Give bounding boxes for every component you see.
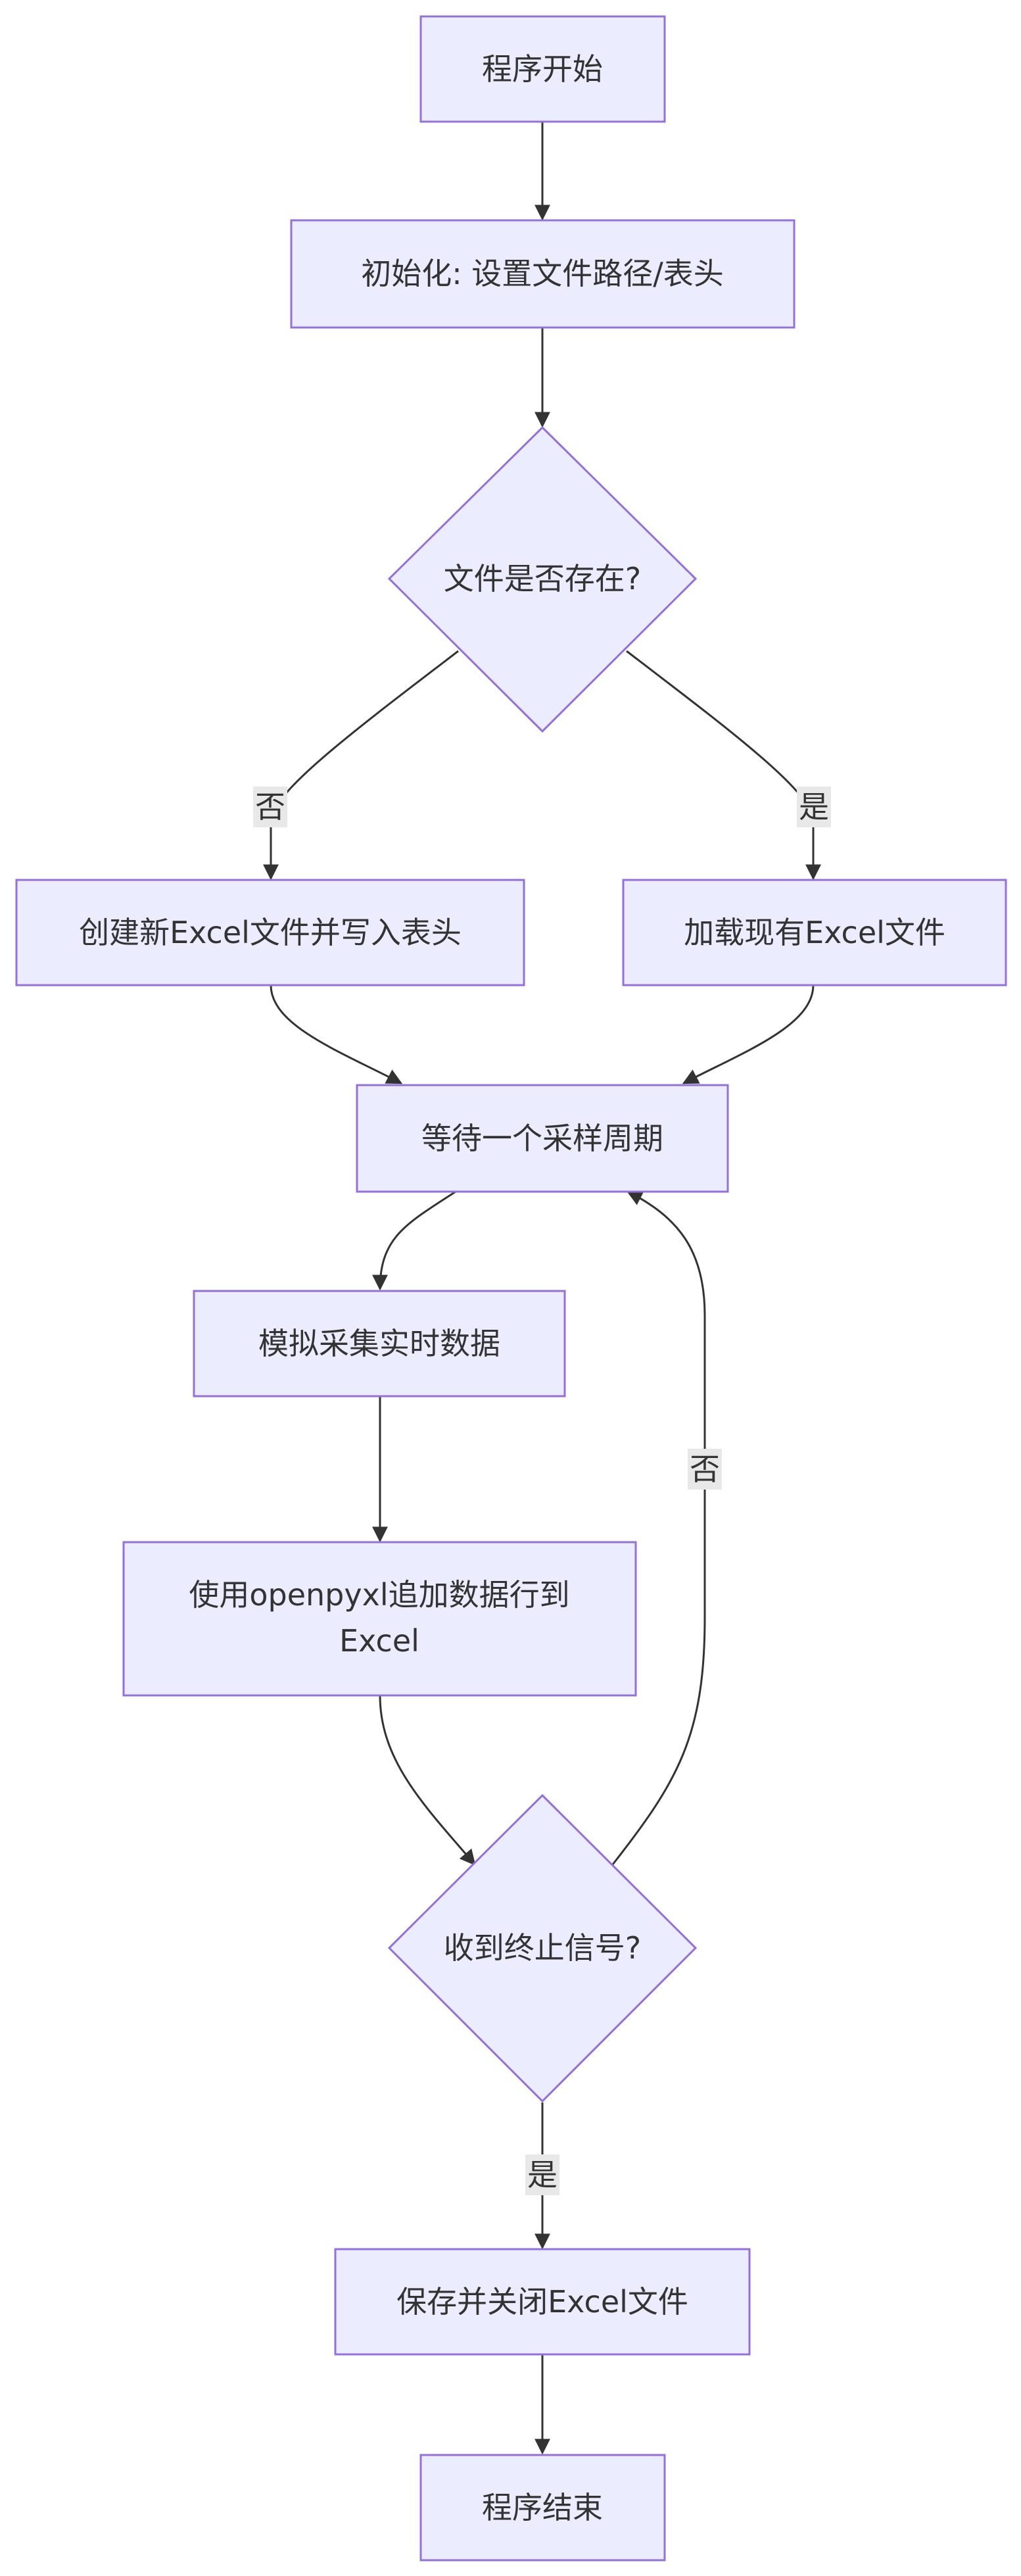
edge-label-no-loop: 否 (690, 1451, 720, 1487)
node-file-exists-decision: 文件是否存在? (387, 425, 698, 733)
node-simulate: 模拟采集实时数据 (193, 1290, 566, 1397)
node-simulate-label: 模拟采集实时数据 (258, 1326, 500, 1361)
edge-file-exists-to-create (263, 650, 459, 881)
node-start-label: 程序开始 (482, 51, 603, 87)
node-load-file: 加载现有Excel文件 (622, 879, 1007, 986)
node-append-label-line1: 使用openpyxl追加数据行到 (189, 1577, 569, 1613)
node-create-file-label: 创建新Excel文件并写入表头 (79, 915, 462, 950)
node-start: 程序开始 (419, 15, 666, 123)
edge-append-to-terminate (379, 1695, 476, 1866)
edge-label-yes-save: 是 (527, 2157, 558, 2193)
node-terminate-decision: 收到终止信号? (387, 1793, 698, 2103)
edge-label-yes-load: 是 (799, 789, 829, 825)
edge-load-to-wait (682, 984, 815, 1084)
node-wait-label: 等待一个采样周期 (421, 1121, 663, 1156)
node-terminate-label: 收到终止信号? (444, 1930, 641, 1966)
nodes: 程序开始 初始化: 设置文件路径/表头 文件是否存在? 创建新Excel文件并写… (15, 15, 1007, 2562)
node-save-close: 保存并关闭Excel文件 (334, 2248, 751, 2356)
node-append-label-line2: Excel (339, 1623, 419, 1659)
node-load-file-label: 加载现有Excel文件 (684, 915, 945, 950)
edge-file-exists-to-load (626, 650, 821, 881)
node-create-file: 创建新Excel文件并写入表头 (15, 879, 525, 986)
node-append: 使用openpyxl追加数据行到 Excel (122, 1541, 637, 1697)
edge-terminate-loop-to-wait (611, 1190, 706, 1865)
edge-wait-to-simulate (372, 1190, 456, 1291)
node-end: 程序结束 (419, 2454, 666, 2562)
edge-labels: 否 是 否 是 (253, 787, 831, 2195)
edge-label-no-create: 否 (255, 789, 285, 825)
node-init-label: 初始化: 设置文件路径/表头 (361, 256, 724, 291)
node-wait: 等待一个采样周期 (356, 1084, 729, 1193)
edges (263, 122, 821, 2455)
edge-create-to-wait (270, 984, 403, 1084)
node-file-exists-label: 文件是否存在? (444, 561, 641, 596)
node-save-close-label: 保存并关闭Excel文件 (396, 2284, 688, 2320)
node-end-label: 程序结束 (482, 2490, 603, 2525)
node-init: 初始化: 设置文件路径/表头 (290, 219, 795, 329)
